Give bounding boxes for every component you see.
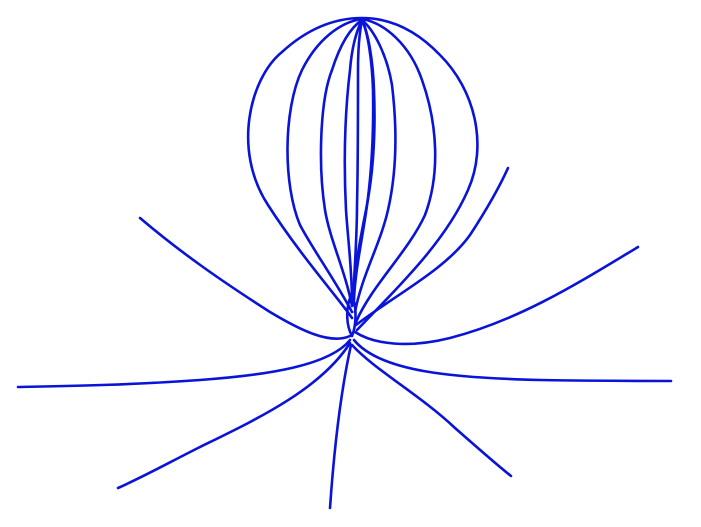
field-node — [345, 296, 357, 338]
field-line-far-left — [16, 338, 352, 389]
field-line-lower-right — [350, 343, 513, 478]
field-line-closed-2 — [286, 17, 437, 324]
field-line-upper-right — [354, 166, 510, 327]
field-line-far-right — [352, 338, 673, 383]
field-line-upper-left — [138, 216, 352, 340]
field-line-closed-inner — [351, 18, 375, 302]
field-line-lower-left — [116, 341, 352, 490]
field-line-bottom — [328, 343, 353, 510]
field-line-right — [353, 245, 640, 346]
